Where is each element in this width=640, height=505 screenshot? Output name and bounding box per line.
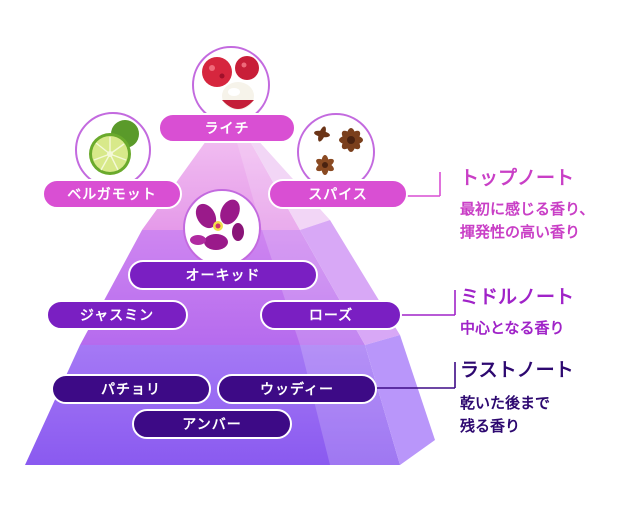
ingredient-amber: アンバー xyxy=(132,409,292,439)
ingredient-woody: ウッディー xyxy=(217,374,377,404)
pyramid-side-base xyxy=(365,335,435,465)
base-note-title: ラストノート xyxy=(460,359,574,381)
pyramid-top-band-main xyxy=(142,116,300,230)
ingredient-rose: ローズ xyxy=(260,300,402,330)
orchid-photo xyxy=(183,189,261,267)
ingredient-orchid: オーキッド xyxy=(128,260,318,290)
ingredient-lychee: ライチ xyxy=(158,113,296,143)
middle-note-title: ミドルノート xyxy=(460,286,575,308)
base-note-description-line2: 残る香り xyxy=(460,417,521,435)
ingredient-spice: スパイス xyxy=(268,179,408,209)
ingredient-jasmine: ジャスミン xyxy=(46,300,188,330)
top-note-title: トップノート xyxy=(460,167,575,189)
lychee-photo xyxy=(192,46,270,124)
base-note-description-line1: 乾いた後まで xyxy=(460,394,551,412)
ingredient-bergamot: ベルガモット xyxy=(42,179,182,209)
middle-note-description: 中心となる香り xyxy=(460,319,565,337)
top-note-description-line2: 揮発性の高い香り xyxy=(460,223,581,241)
top-note-description-line1: 最初に感じる香り、 xyxy=(460,200,595,218)
ingredient-patchouli: パチョリ xyxy=(51,374,211,404)
lime-photo xyxy=(75,112,151,188)
